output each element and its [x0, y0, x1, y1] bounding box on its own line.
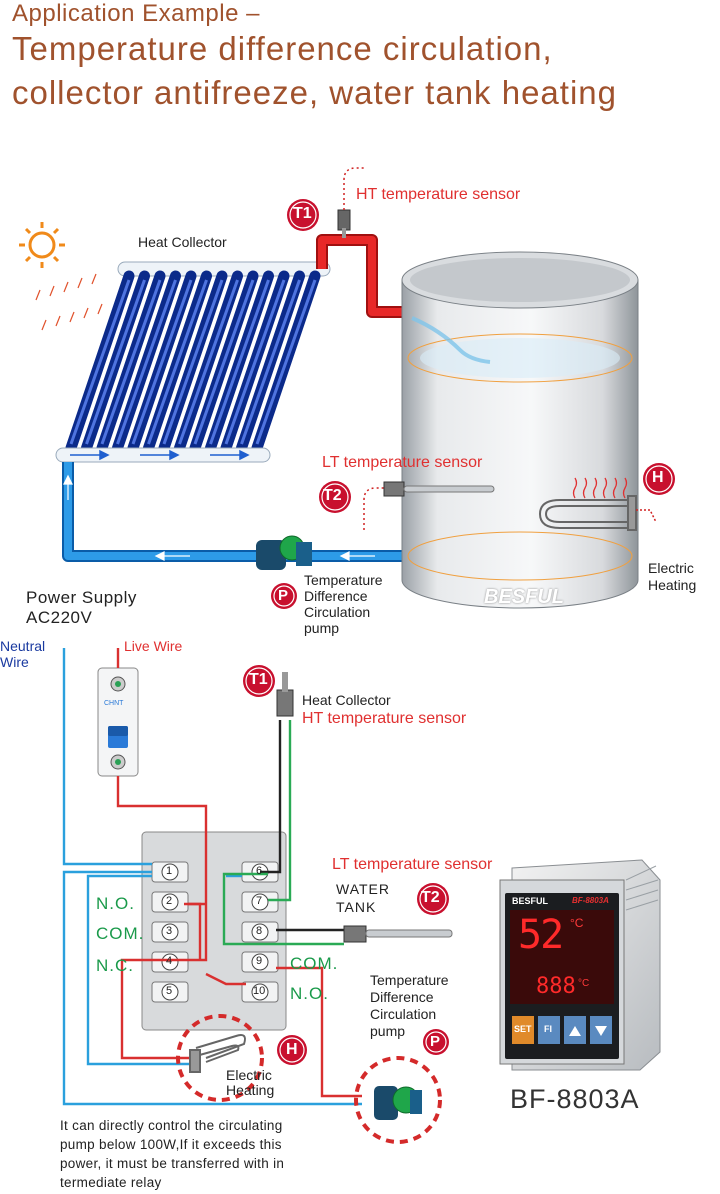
- controller-model-small: BF-8803A: [572, 896, 609, 905]
- controller-device: [499, 859, 661, 1071]
- t1-badge: T1: [286, 198, 320, 237]
- sun-ray-arrows: [35, 273, 103, 331]
- terminal-number: 6: [256, 865, 263, 877]
- collector-label-lower: Heat Collector: [302, 692, 391, 708]
- heating-element: [538, 495, 657, 531]
- set-button[interactable]: SET: [514, 1024, 532, 1034]
- lt-sensor-label: LT temperature sensor: [322, 454, 483, 471]
- heat-waves-icon: [572, 477, 628, 499]
- terminal-number: 5: [166, 985, 173, 997]
- t1-badge-lower: T1: [242, 664, 276, 703]
- relay2-com-label: COM.: [290, 954, 339, 973]
- h-badge-lower: H: [276, 1034, 308, 1071]
- controller-model: BF-8803A: [510, 1084, 640, 1114]
- ht-sensor-label: HT temperature sensor: [356, 186, 521, 203]
- ht-sensor-lower: [276, 672, 294, 717]
- pump-highlight: [354, 1056, 442, 1144]
- terminal-number: 10: [253, 985, 266, 997]
- water-tank: [401, 251, 639, 609]
- sun-icon: [19, 222, 65, 268]
- relay1-com-label: COM.: [96, 924, 145, 943]
- relay1-no-label: N.O.: [96, 894, 135, 913]
- breaker-brand: CHNT: [104, 700, 124, 707]
- relay2-no-label: N.O.: [290, 984, 329, 1003]
- lt-sensor-lower: [343, 925, 453, 943]
- terminal-number: 7: [256, 895, 263, 907]
- hot-pipe: [316, 234, 408, 318]
- ht-sensor-probe: [337, 167, 364, 238]
- terminal-number: 8: [256, 925, 263, 937]
- heat-collector-label: Heat Collector: [138, 234, 227, 250]
- cold-pipe: [62, 462, 408, 562]
- terminal-number: 4: [166, 955, 173, 967]
- h-badge: H: [642, 462, 676, 501]
- title-line-1: Temperature difference circulation,: [12, 30, 553, 67]
- main-reading: 52: [518, 912, 564, 958]
- lt-sensor-probe: [363, 481, 495, 530]
- t2-badge: T2: [318, 480, 352, 519]
- live-wire-label: Live Wire: [124, 638, 183, 654]
- subtitle: Application Example –: [12, 0, 260, 27]
- heating-element-lower: [189, 1034, 246, 1073]
- relay1-nc-label: N.C.: [96, 956, 134, 975]
- pump-lower-icon: [374, 1086, 422, 1120]
- terminal-block: [141, 831, 287, 1031]
- wiring: [62, 648, 362, 1106]
- terminal-number: 1: [166, 865, 173, 877]
- p-badge: P: [270, 582, 298, 615]
- fi-button[interactable]: FI: [544, 1024, 552, 1034]
- p-badge-lower: P: [422, 1028, 450, 1061]
- ht-sensor-label-lower: HT temperature sensor: [302, 710, 467, 727]
- main-unit: °C: [570, 916, 584, 930]
- terminal-number: 2: [166, 895, 173, 907]
- circuit-breaker: [97, 667, 139, 777]
- title-line-2: collector antifreeze, water tank heating: [12, 74, 617, 111]
- terminal-number: 3: [166, 925, 173, 937]
- collector-tubes: [65, 270, 321, 454]
- circulation-pump-icon: [256, 535, 312, 570]
- sub-unit: °C: [578, 978, 590, 989]
- controller-brand: BESFUL: [512, 896, 548, 906]
- tank-brand-logo: BESFUL: [484, 586, 564, 608]
- lt-sensor-label-lower: LT temperature sensor: [332, 856, 493, 873]
- t2-badge-lower: T2: [416, 882, 450, 921]
- terminal-number: 9: [256, 955, 263, 967]
- sub-reading: 888: [536, 974, 576, 999]
- heating-highlight: [176, 1014, 264, 1102]
